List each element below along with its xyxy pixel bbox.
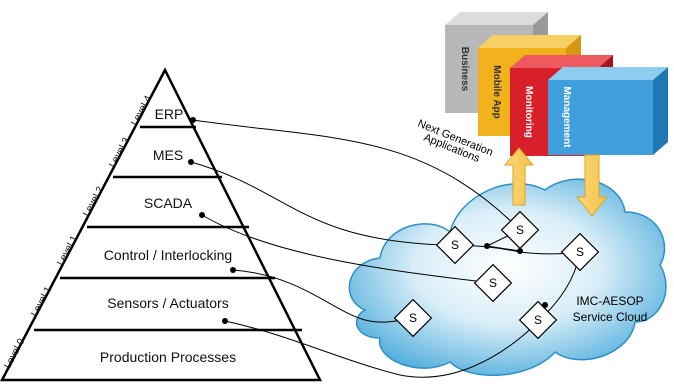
app-box-management: Management xyxy=(548,67,668,155)
level-erp-label: ERP xyxy=(155,106,184,122)
service-node: S xyxy=(435,225,475,265)
sensors-dot xyxy=(222,318,228,324)
service-junction-dot xyxy=(517,248,523,254)
control-dot xyxy=(230,267,236,273)
service-node: S xyxy=(518,300,558,340)
service-node: S xyxy=(393,298,433,338)
service-junction-dot xyxy=(484,243,490,249)
box-monitoring-label: Monitoring xyxy=(523,86,534,138)
service-node: S xyxy=(473,263,513,303)
level-production-label: Production Processes xyxy=(100,349,236,365)
service-node: S xyxy=(560,232,600,272)
level-sensors-label: Sensors / Actuators xyxy=(107,295,228,311)
scada-dot xyxy=(199,212,205,218)
erp-connection xyxy=(192,119,521,231)
cloud-label-line2: Service Cloud xyxy=(573,310,648,324)
service-symbol: S xyxy=(576,245,584,259)
box-face xyxy=(548,80,653,155)
scada-connection xyxy=(201,214,494,284)
control-connection xyxy=(232,269,413,323)
mes-connection xyxy=(190,161,446,246)
automation-pyramid: ERP MES SCADA Control / Interlocking Sen… xyxy=(0,67,323,382)
application-boxes: Business Mobile App Monitoring Managemen… xyxy=(445,12,668,156)
service-symbol: S xyxy=(489,276,497,290)
service-cloud xyxy=(348,178,667,377)
level-mes-label: MES xyxy=(153,147,183,163)
service-symbol: S xyxy=(451,238,459,252)
level-control-label: Control / Interlocking xyxy=(104,247,232,263)
service-node: S xyxy=(500,210,540,250)
service-link xyxy=(486,245,521,252)
service-symbol: S xyxy=(409,311,417,325)
connection-dots xyxy=(188,117,548,324)
service-symbol: S xyxy=(516,223,524,237)
box-management-label: Management xyxy=(561,86,572,148)
level-scada-label: SCADA xyxy=(144,195,193,211)
services: S S S S S S xyxy=(393,210,600,340)
sensors-connection xyxy=(224,319,541,378)
arrow-down xyxy=(575,154,609,217)
box-mobile-label: Mobile App xyxy=(491,65,502,119)
box-business-label: Business xyxy=(459,47,470,92)
erp-dot xyxy=(190,117,196,123)
cloud-label-line1: IMC-AESOP xyxy=(576,294,643,308)
arrow-up xyxy=(503,147,535,206)
mes-dot xyxy=(188,159,194,165)
service-symbol: S xyxy=(534,313,542,327)
